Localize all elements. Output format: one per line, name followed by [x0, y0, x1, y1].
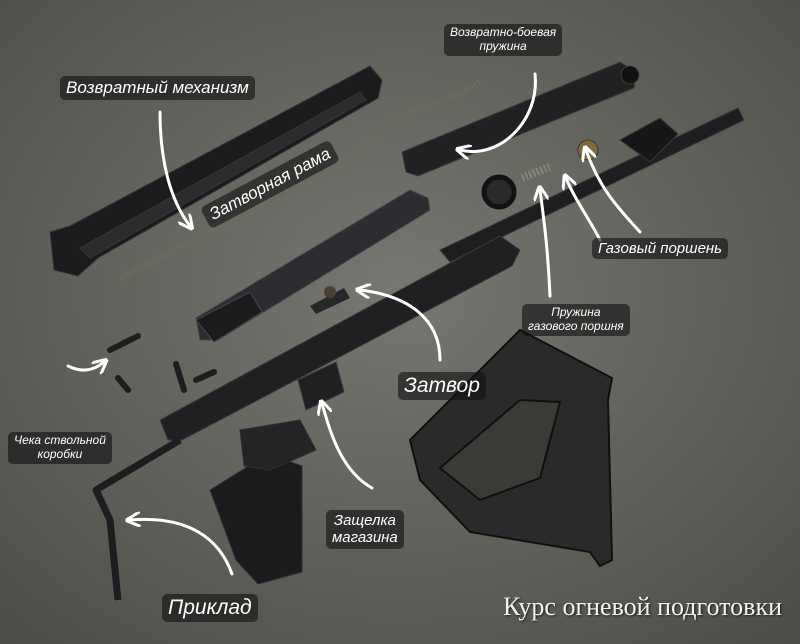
label-magazine-latch-line1: Защелка — [333, 512, 396, 529]
label-recoil-spring-line1: Возвратно-боевая — [450, 25, 557, 39]
lower-receiver — [159, 235, 521, 441]
label-gas-piston: Газовый поршень — [592, 238, 729, 260]
gas-piston-spring — [520, 162, 554, 182]
label-gas-piston-spring: Пружина газового поршня — [522, 304, 630, 336]
label-cross-pin-line2: коробки — [37, 446, 83, 461]
folding-stock — [92, 436, 182, 601]
watermark: Курс огневой подготовки — [503, 592, 782, 621]
label-cross-pin-line1: Чека ствольной — [14, 433, 106, 447]
label-gas-piston-spring-line1: Пружина — [551, 305, 601, 319]
label-return-mechanism: Возвратный механизм — [60, 76, 255, 100]
label-recoil-spring-line2: пружина — [479, 38, 527, 53]
label-recoil-spring: Возвратно-боевая пружина — [444, 24, 563, 56]
label-bolt: Затвор — [398, 372, 486, 401]
receiver-cover — [49, 65, 383, 277]
recoil-spring-coil — [347, 79, 482, 163]
pistol-grip — [209, 419, 317, 585]
cross-pin-parts — [107, 333, 217, 393]
label-stock: Приклад — [162, 594, 258, 623]
label-magazine-latch: Защелка магазина — [326, 510, 404, 549]
return-spring — [118, 156, 352, 282]
gas-block-ring — [481, 174, 517, 210]
bolt-carrier-part — [195, 189, 431, 343]
label-magazine-latch-line2: магазина — [332, 529, 398, 547]
label-gas-piston-spring-line2: газового поршня — [528, 318, 624, 333]
magazine — [408, 328, 614, 568]
annotation-arrows — [66, 72, 642, 576]
label-cross-pin: Чека ствольной коробки — [8, 432, 112, 464]
bolt-part — [310, 286, 350, 314]
